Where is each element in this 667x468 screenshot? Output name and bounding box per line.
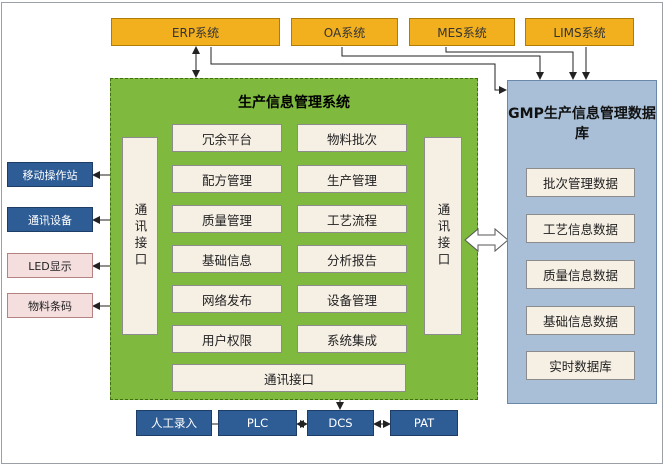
db-realtime-database: 实时数据库 bbox=[526, 351, 635, 380]
db-quality-data: 质量信息数据 bbox=[526, 260, 635, 289]
device-manual-entry: 人工录入 bbox=[136, 410, 212, 436]
right-comm-port: 通讯接口 bbox=[424, 137, 462, 335]
device-pat: PAT bbox=[390, 410, 458, 436]
oa-system-box: OA系统 bbox=[291, 18, 398, 46]
db-process-data: 工艺信息数据 bbox=[526, 214, 635, 243]
db-basic-data: 基础信息数据 bbox=[526, 306, 635, 335]
module-redundancy-platform: 冗余平台 bbox=[172, 124, 282, 152]
left-comm-port: 通讯接口 bbox=[122, 137, 158, 335]
gmp-database-title: GMP生产信息管理数据库 bbox=[508, 106, 656, 142]
production-info-system-title: 生产信息管理系统 bbox=[238, 95, 350, 111]
device-dcs: DCS bbox=[307, 410, 374, 436]
lims-system-box: LIMS系统 bbox=[525, 18, 634, 46]
erp-system-box: ERP系统 bbox=[111, 18, 280, 46]
device-comm-equipment: 通讯设备 bbox=[7, 207, 93, 232]
module-material-batch: 物料批次 bbox=[297, 124, 407, 152]
module-basic-info: 基础信息 bbox=[172, 245, 282, 273]
diagram-frame bbox=[1, 2, 663, 464]
db-batch-data: 批次管理数据 bbox=[526, 168, 635, 197]
module-process-flow: 工艺流程 bbox=[297, 205, 407, 233]
module-production-management: 生产管理 bbox=[297, 165, 407, 193]
module-analysis-report: 分析报告 bbox=[297, 245, 407, 273]
module-user-permissions: 用户权限 bbox=[172, 325, 282, 353]
production-info-system bbox=[110, 78, 478, 400]
mes-db-link bbox=[445, 47, 577, 80]
mes-system-box: MES系统 bbox=[409, 18, 515, 46]
device-material-barcode: 物料条码 bbox=[7, 293, 93, 318]
bottom-comm-port: 通讯接口 bbox=[172, 364, 406, 392]
device-plc: PLC bbox=[218, 410, 297, 436]
oa-db-link bbox=[341, 47, 544, 80]
module-web-publish: 网络发布 bbox=[172, 285, 282, 313]
module-equipment-management: 设备管理 bbox=[297, 285, 407, 313]
device-led-display: LED显示 bbox=[7, 253, 93, 278]
module-quality-management: 质量管理 bbox=[172, 205, 282, 233]
module-recipe-management: 配方管理 bbox=[172, 165, 282, 193]
device-mobile-station: 移动操作站 bbox=[7, 162, 93, 187]
module-system-integration: 系统集成 bbox=[297, 325, 407, 353]
erp-db-link bbox=[210, 47, 507, 94]
